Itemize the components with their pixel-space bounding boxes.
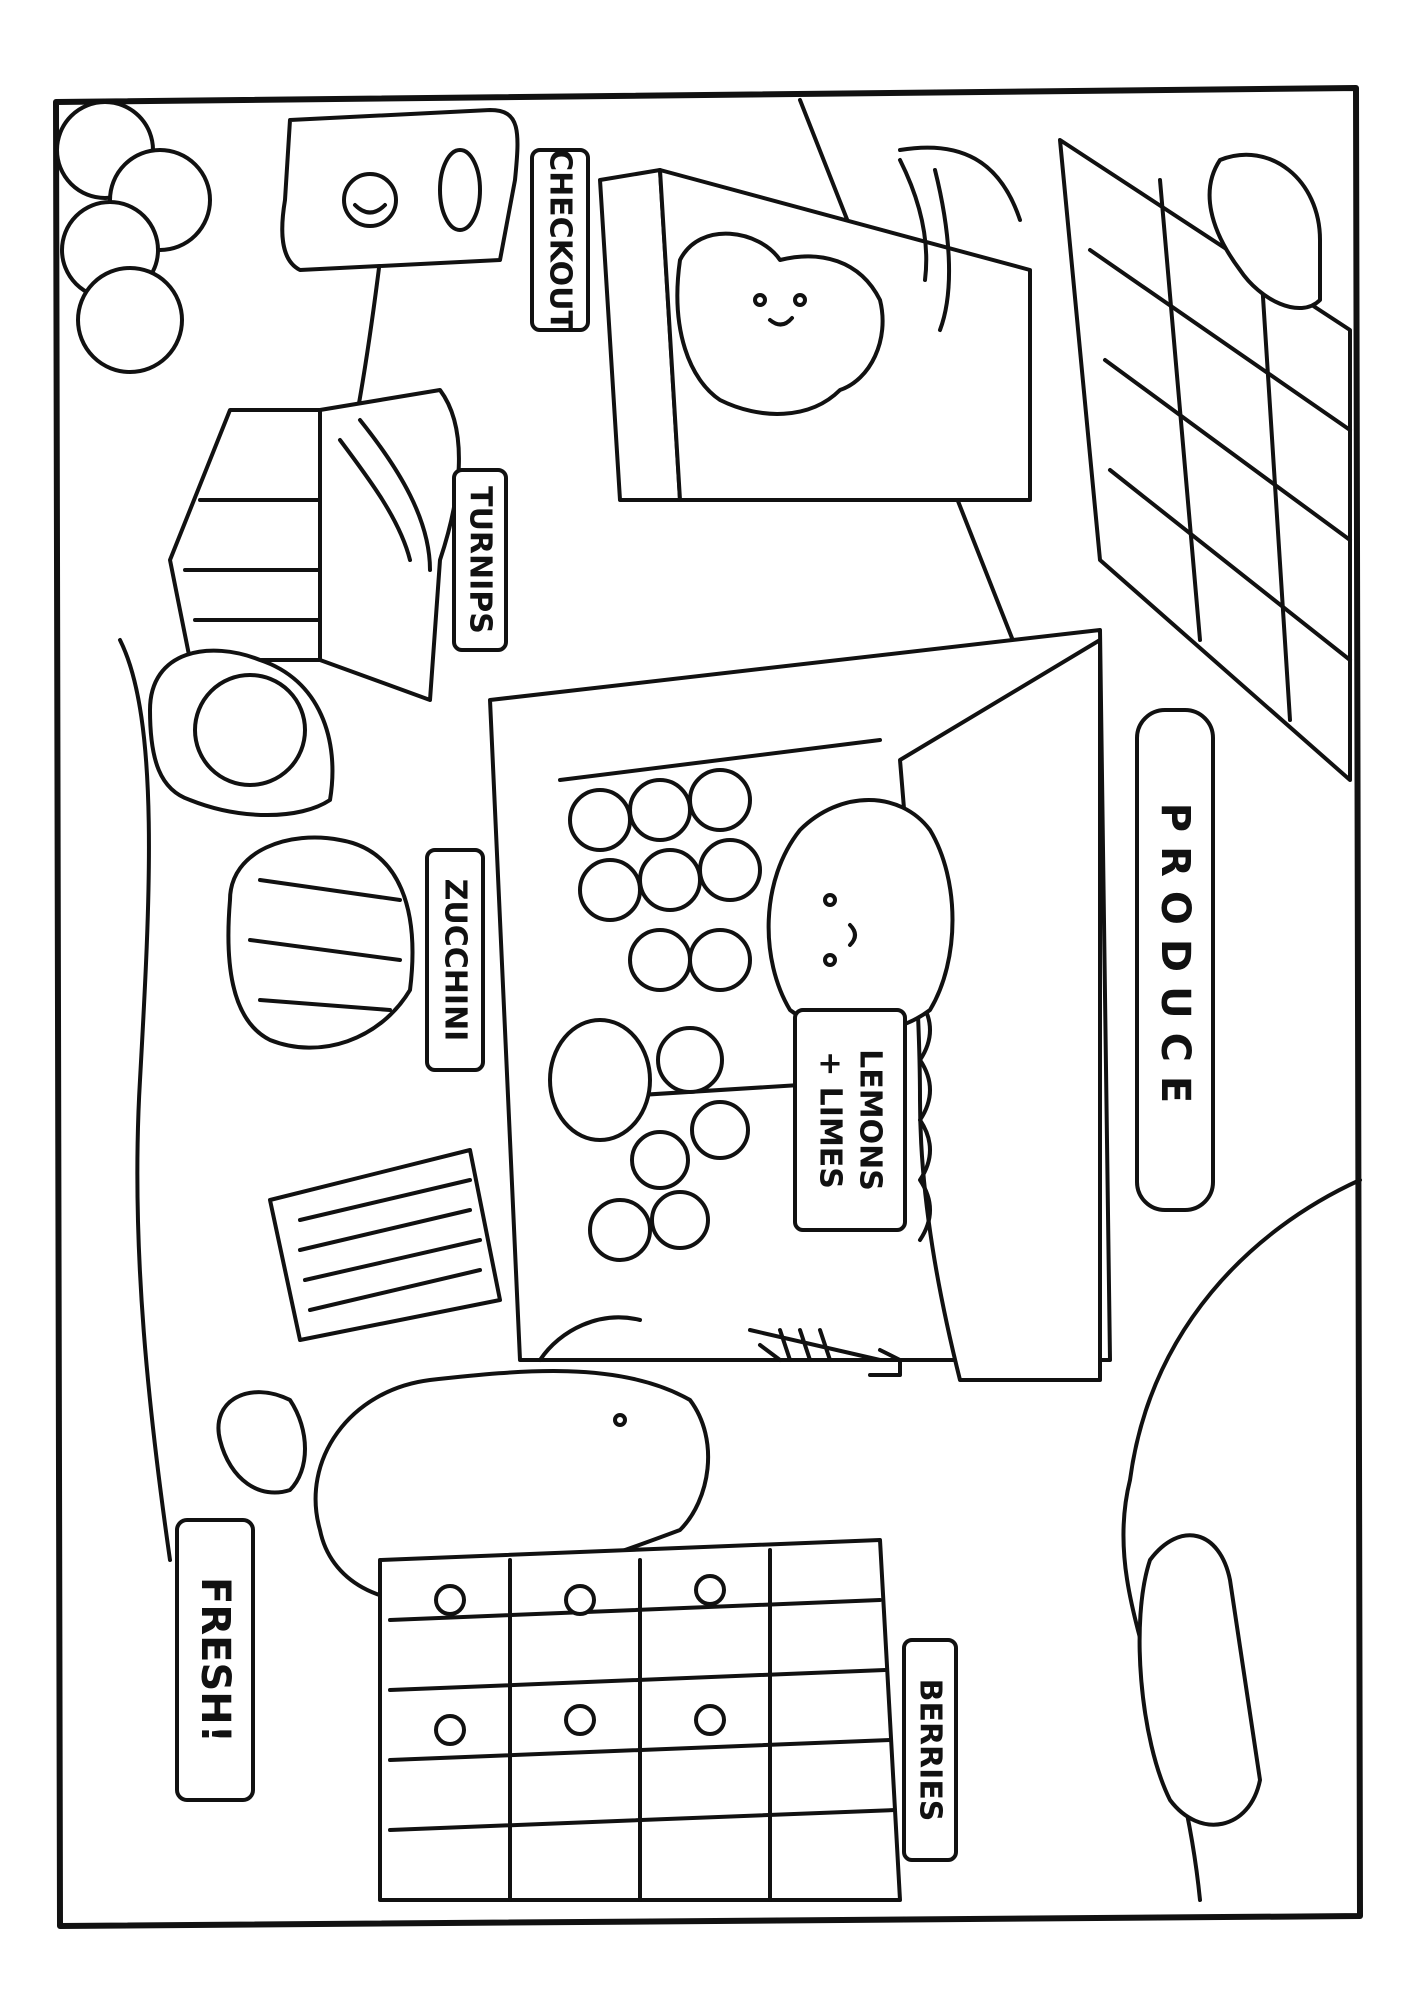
zucchini-label: ZUCCHINI	[438, 879, 473, 1042]
fresh-sign: FRESH!	[175, 1518, 255, 1802]
oranges-pile	[55, 100, 212, 374]
checkout-counter	[598, 145, 1032, 502]
wall-blob-top	[1207, 152, 1322, 311]
lemons-limes-sign: LEMONS + LIMES	[793, 1008, 907, 1232]
floor-blob	[1137, 1533, 1262, 1827]
shopping-bag	[280, 108, 520, 272]
shopper	[216, 1315, 711, 1604]
zucchini-sign: ZUCCHINI	[425, 848, 485, 1072]
berries-sign: BERRIES	[902, 1638, 958, 1862]
limes-label: + LIMES	[813, 1051, 848, 1189]
berries-label: BERRIES	[913, 1679, 948, 1822]
vendor	[766, 798, 955, 1035]
produce-label: PRODUCE	[1152, 803, 1198, 1117]
page-border	[53, 85, 1363, 1929]
melon-basket	[148, 648, 335, 817]
turnips-label: TURNIPS	[463, 486, 498, 634]
turnips-basket	[168, 388, 461, 702]
fresh-label: FRESH!	[192, 1577, 238, 1743]
beans-crate	[268, 1148, 502, 1342]
checkout-label: CHECKOUT	[543, 149, 578, 331]
turnips-sign: TURNIPS	[452, 468, 508, 652]
produce-stand	[488, 628, 1112, 1382]
checkout-sign: CHECKOUT	[530, 148, 590, 332]
berries-shelves	[378, 1538, 902, 1902]
floor-curve-left	[118, 638, 172, 1562]
lemons-label: LEMONS	[853, 1049, 888, 1191]
rake	[748, 1328, 902, 1377]
produce-sign: PRODUCE	[1135, 708, 1215, 1212]
zucchini-basket	[226, 835, 415, 1050]
